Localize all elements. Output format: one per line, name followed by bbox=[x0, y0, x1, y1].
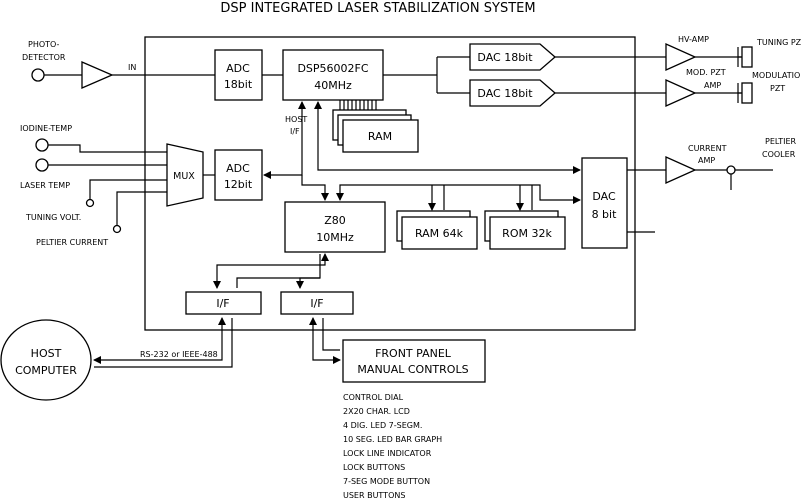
current-amp bbox=[665, 155, 697, 185]
control-list-item: 2X20 CHAR. LCD bbox=[343, 407, 410, 416]
ram-label: RAM bbox=[368, 130, 392, 143]
input-amplifier bbox=[81, 61, 114, 89]
hv-amp bbox=[665, 42, 697, 72]
rom32-label: ROM 32k bbox=[502, 227, 552, 240]
modulation-pzt-element bbox=[741, 82, 753, 104]
adc-12bit-label-2: 12bit bbox=[224, 178, 253, 191]
tuning-pzt-label: TUNING PZT bbox=[756, 38, 801, 47]
control-list-item: USER BUTTONS bbox=[343, 491, 405, 500]
front-panel-label-1: FRONT PANEL bbox=[375, 347, 452, 360]
host-if-label-2: I/F bbox=[290, 127, 300, 136]
modulation-pzt-label-1: MODULATION bbox=[752, 71, 801, 80]
in-label: IN bbox=[128, 63, 136, 72]
front-panel-block bbox=[342, 339, 486, 383]
tuning-volt-label: TUNING VOLT. bbox=[25, 213, 81, 222]
dac-8bit-label-2: 8 bit bbox=[592, 208, 618, 221]
photodetector-label-2: DETECTOR bbox=[22, 53, 66, 62]
iodine-temp-terminal bbox=[35, 138, 49, 152]
host-if-label-1: HOST bbox=[285, 115, 307, 124]
link-label: RS-232 or IEEE-488 bbox=[140, 350, 218, 359]
front-panel-label-2: MANUAL CONTROLS bbox=[357, 363, 468, 376]
adc-18bit-block bbox=[214, 49, 263, 101]
if-left-label: I/F bbox=[216, 297, 229, 310]
control-list-item: CONTROL DIAL bbox=[343, 393, 404, 402]
dac-8bit-label-1: DAC bbox=[592, 190, 616, 203]
control-list-item: 7-SEG MODE BUTTON bbox=[343, 477, 430, 486]
adc-18bit-label-1: ADC bbox=[226, 62, 250, 75]
host-computer-label-2: COMPUTER bbox=[15, 364, 77, 377]
peltier-cooler-label-2: COOLER bbox=[762, 150, 796, 159]
mod-pzt-amp bbox=[665, 78, 697, 108]
adc-12bit-label-1: ADC bbox=[226, 162, 250, 175]
adc-12bit-block bbox=[214, 149, 263, 201]
dac-18bit-b-label: DAC 18bit bbox=[477, 87, 533, 100]
ram64-label: RAM 64k bbox=[415, 227, 464, 240]
tuning-pzt-element bbox=[741, 46, 753, 68]
mux-block bbox=[166, 143, 204, 207]
dac-18bit-a-label: DAC 18bit bbox=[477, 51, 533, 64]
hv-amp-label: HV-AMP bbox=[678, 35, 709, 44]
photodetector-terminal bbox=[31, 68, 45, 82]
dac-8bit-block bbox=[581, 157, 628, 249]
control-list: CONTROL DIAL 2X20 CHAR. LCD 4 DIG. LED 7… bbox=[343, 393, 442, 500]
tuning-volt-terminal bbox=[85, 198, 95, 208]
if-right-block bbox=[280, 291, 354, 315]
adc-18bit-label-2: 18bit bbox=[224, 78, 253, 91]
z80-label-1: Z80 bbox=[324, 214, 346, 227]
mod-pzt-amp-label-2: AMP bbox=[704, 81, 721, 90]
dsp-label-1: DSP56002FC bbox=[297, 62, 368, 75]
peltier-current-terminal bbox=[112, 224, 122, 234]
control-list-item: LOCK LINE INDICATOR bbox=[343, 449, 432, 458]
peltier-current-label: PELTIER CURRENT bbox=[36, 238, 108, 247]
dsp-label-2: 40MHz bbox=[314, 79, 352, 92]
control-list-item: 10 SEG. LED BAR GRAPH bbox=[343, 435, 442, 444]
peltier-cooler-label-1: PELTIER bbox=[765, 137, 797, 146]
current-sense-node bbox=[726, 165, 736, 175]
control-list-item: 4 DIG. LED 7-SEGM. bbox=[343, 421, 422, 430]
if-left-block bbox=[185, 291, 262, 315]
control-list-item: LOCK BUTTONS bbox=[343, 463, 405, 472]
if-right-label: I/F bbox=[310, 297, 323, 310]
laser-temp-terminal bbox=[35, 158, 49, 172]
iodine-temp-label: IODINE-TEMP bbox=[20, 124, 72, 133]
current-amp-label-1: CURRENT bbox=[688, 144, 727, 153]
laser-temp-label: LASER TEMP bbox=[20, 181, 70, 190]
diagram-title: DSP INTEGRATED LASER STABILIZATION SYSTE… bbox=[220, 1, 535, 16]
ram64-block bbox=[401, 216, 478, 250]
z80-block bbox=[284, 201, 386, 253]
dsp-block bbox=[282, 49, 384, 101]
photodetector-label-1: PHOTO- bbox=[28, 40, 60, 49]
dac-18bit-a-block bbox=[469, 43, 556, 71]
rom32-block bbox=[489, 216, 566, 250]
modulation-pzt-label-2: PZT bbox=[770, 84, 785, 93]
mod-pzt-amp-label-1: MOD. PZT bbox=[686, 68, 726, 77]
host-computer-block bbox=[0, 319, 92, 401]
mux-label: MUX bbox=[173, 171, 195, 182]
current-amp-label-2: AMP bbox=[698, 156, 715, 165]
host-computer-label-1: HOST bbox=[31, 347, 62, 360]
z80-label-2: 10MHz bbox=[316, 231, 354, 244]
